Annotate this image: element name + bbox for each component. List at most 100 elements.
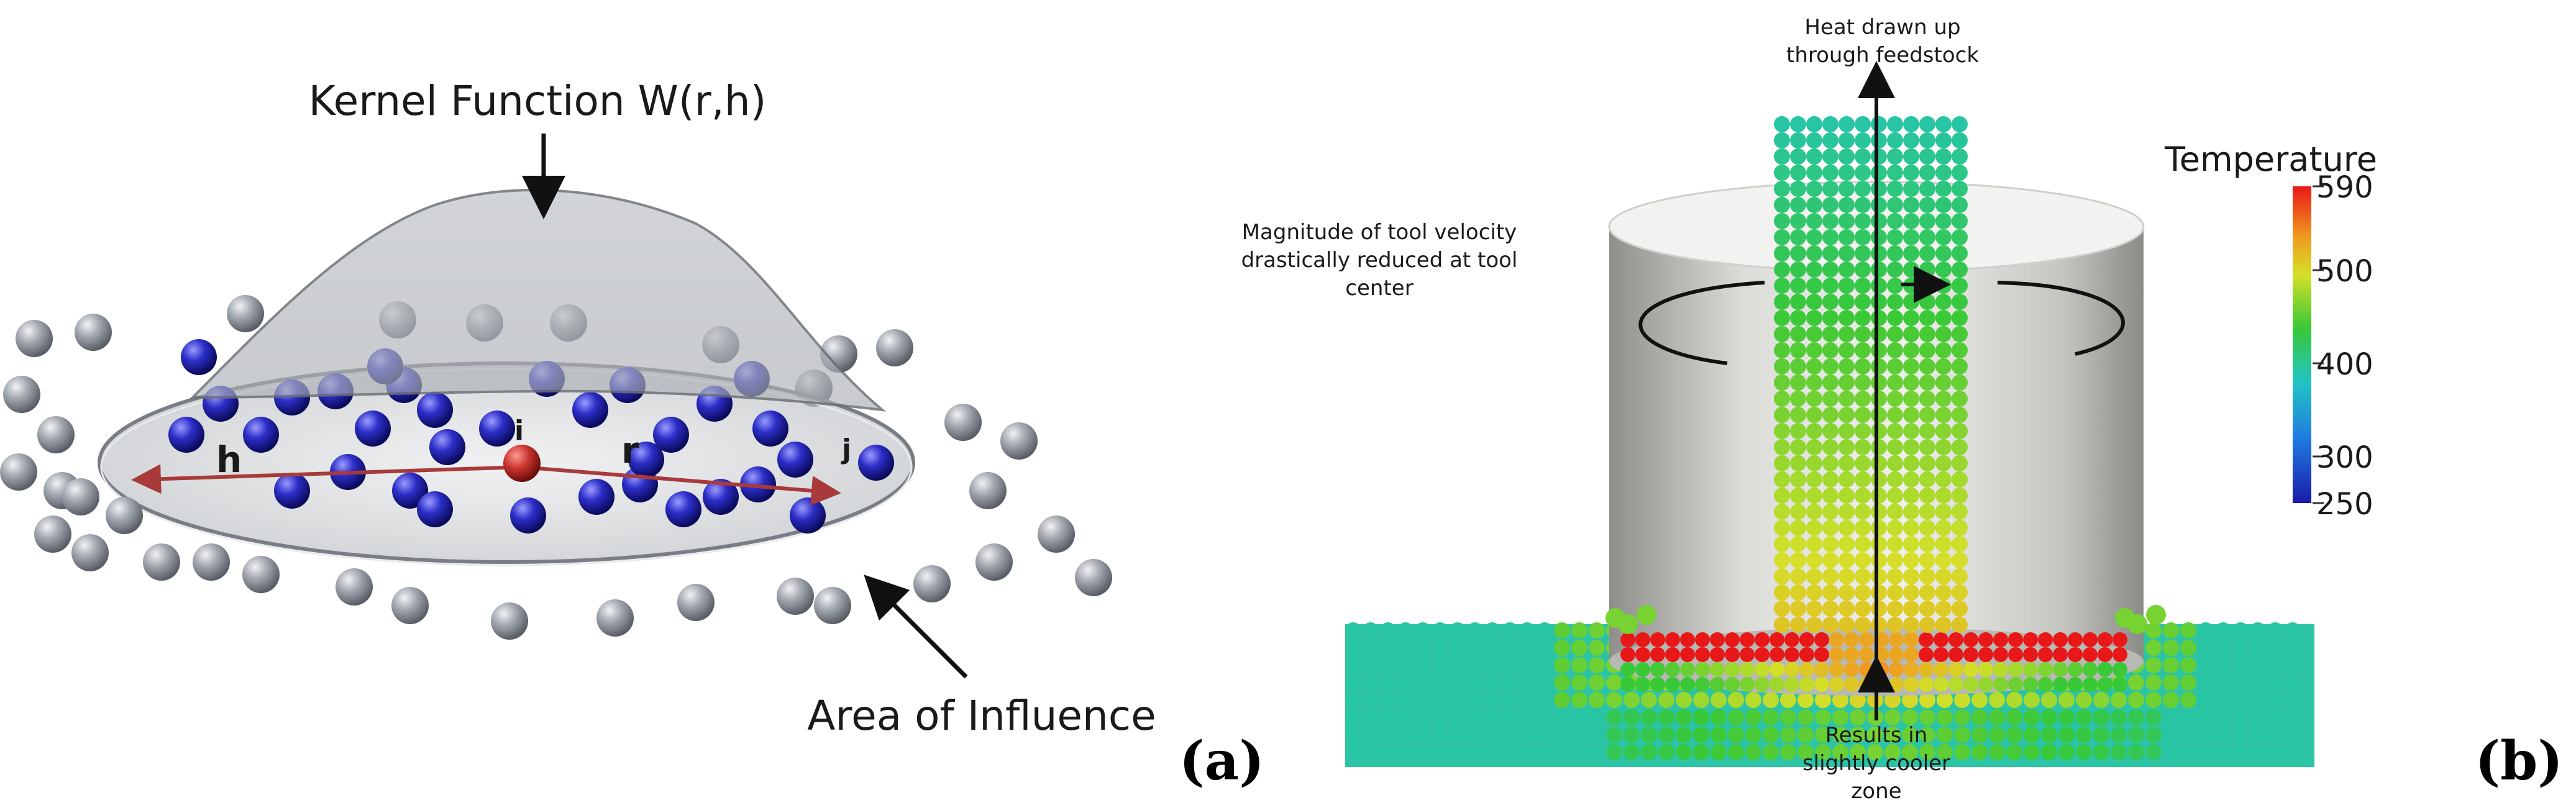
feedstock-particle bbox=[1838, 213, 1855, 229]
feedstock-particle bbox=[1887, 584, 1903, 601]
plate-particle bbox=[2041, 744, 2057, 760]
feedstock-particle bbox=[1935, 116, 1952, 132]
hot-zone-particle bbox=[1844, 662, 1859, 677]
plate-particle bbox=[1763, 727, 1779, 743]
feedstock-particle bbox=[1935, 455, 1952, 471]
feedstock-particle bbox=[1838, 358, 1855, 374]
hot-zone-particle bbox=[1799, 647, 1814, 662]
feedstock-particle bbox=[1871, 568, 1887, 584]
feedstock-particle bbox=[1774, 423, 1790, 439]
plate-particle bbox=[2128, 709, 2144, 725]
inner-particle bbox=[653, 417, 689, 453]
plate-particle bbox=[1432, 727, 1448, 743]
plate-particle bbox=[1850, 709, 1866, 725]
feedstock-particle bbox=[1806, 407, 1822, 423]
plate-particle bbox=[1537, 727, 1553, 743]
feedstock-particle bbox=[1822, 132, 1838, 148]
hot-zone-particle bbox=[1904, 677, 1919, 692]
feedstock-particle bbox=[1903, 439, 1919, 455]
feedstock-particle bbox=[1935, 423, 1952, 439]
hot-zone-particle bbox=[1889, 632, 1904, 647]
hot-zone-particle bbox=[2098, 677, 2112, 692]
neighbor-particle bbox=[944, 404, 982, 441]
feedstock-particle bbox=[1806, 455, 1822, 471]
plate-particle bbox=[1797, 744, 1814, 760]
plate-particle bbox=[1397, 727, 1414, 743]
hot-zone-particle bbox=[1978, 662, 1993, 677]
feedstock-particle bbox=[1919, 423, 1935, 439]
plate-particle bbox=[2267, 727, 2283, 743]
plate-particle bbox=[1954, 692, 1970, 708]
feedstock-particle bbox=[1855, 213, 1871, 229]
feedstock-particle bbox=[1887, 197, 1903, 213]
feedstock-particle bbox=[1935, 165, 1952, 181]
plate-particle bbox=[1641, 709, 1657, 725]
plate-particle bbox=[1815, 744, 1831, 760]
feedstock-particle bbox=[1790, 455, 1806, 471]
hot-zone-particle bbox=[1784, 647, 1799, 662]
feedstock-particle bbox=[1822, 245, 1838, 261]
feedstock-particle bbox=[1952, 471, 1968, 488]
flash-particle bbox=[1637, 605, 1656, 625]
plate-particle bbox=[1693, 709, 1709, 725]
feedstock-particle bbox=[1822, 326, 1838, 342]
feedstock-particle bbox=[1838, 294, 1855, 310]
plate-particle bbox=[1641, 692, 1657, 708]
hot-zone-particle bbox=[1948, 662, 1963, 677]
feedstock-particle bbox=[1855, 148, 1871, 165]
symbol-r: r bbox=[621, 429, 639, 471]
hot-zone-particle bbox=[1695, 677, 1710, 692]
feedstock-particle bbox=[1887, 261, 1903, 278]
plate-particle bbox=[1484, 674, 1500, 691]
plate-particle bbox=[1728, 727, 1744, 743]
feedstock-particle bbox=[1871, 294, 1887, 310]
feedstock-particle bbox=[1919, 116, 1935, 132]
hot-zone-particle bbox=[1978, 647, 1993, 662]
symbol-i: i bbox=[514, 415, 524, 447]
plate-particle bbox=[1432, 640, 1448, 656]
hot-zone-particle bbox=[2068, 662, 2083, 677]
feedstock-particle bbox=[1790, 488, 1806, 504]
plate-particle bbox=[1537, 622, 1553, 638]
feedstock-particle bbox=[1806, 536, 1822, 552]
plate-particle bbox=[1902, 727, 1918, 743]
plate-particle bbox=[1467, 657, 1483, 673]
colorbar-title: Temperature bbox=[2164, 140, 2377, 179]
plate-particle bbox=[1728, 692, 1744, 708]
plate-particle bbox=[2180, 709, 2196, 725]
feedstock-particle bbox=[1935, 148, 1952, 165]
plate-particle bbox=[1519, 674, 1535, 691]
plate-particle bbox=[1571, 640, 1587, 656]
feedstock-particle bbox=[1871, 229, 1887, 245]
feedstock-particle bbox=[1952, 601, 1968, 617]
plate-particle bbox=[1606, 692, 1622, 708]
hot-zone-particle bbox=[2083, 677, 2098, 692]
hot-zone-particle bbox=[1829, 677, 1844, 692]
plate-particle bbox=[1919, 727, 1935, 743]
plate-particle bbox=[2267, 622, 2283, 638]
feedstock-particle bbox=[1822, 423, 1838, 439]
feedstock-particle bbox=[1790, 342, 1806, 358]
hot-zone-particle bbox=[1993, 632, 2008, 647]
neighbor-particle bbox=[75, 314, 112, 351]
feedstock-particle bbox=[1790, 536, 1806, 552]
plate-particle bbox=[1345, 622, 1361, 638]
feedstock-particle bbox=[1935, 294, 1952, 310]
plate-particle bbox=[1693, 692, 1709, 708]
plate-particle bbox=[1658, 744, 1674, 760]
plate-particle bbox=[1415, 622, 1431, 638]
hot-zone-particle bbox=[1665, 632, 1680, 647]
feedstock-particle bbox=[1903, 358, 1919, 374]
feedstock-particle bbox=[1790, 294, 1806, 310]
feedstock-particle bbox=[1935, 488, 1952, 504]
plate-particle bbox=[1954, 744, 1970, 760]
feedstock-particle bbox=[1903, 165, 1919, 181]
plate-particle bbox=[1519, 727, 1535, 743]
plate-particle bbox=[2198, 674, 2214, 691]
feedstock-particle bbox=[1871, 358, 1887, 374]
feedstock-particle bbox=[1919, 439, 1935, 455]
plate-particle bbox=[2163, 640, 2179, 656]
feedstock-particle bbox=[1790, 601, 1806, 617]
plate-particle bbox=[1710, 709, 1727, 725]
plate-particle bbox=[1989, 744, 2005, 760]
